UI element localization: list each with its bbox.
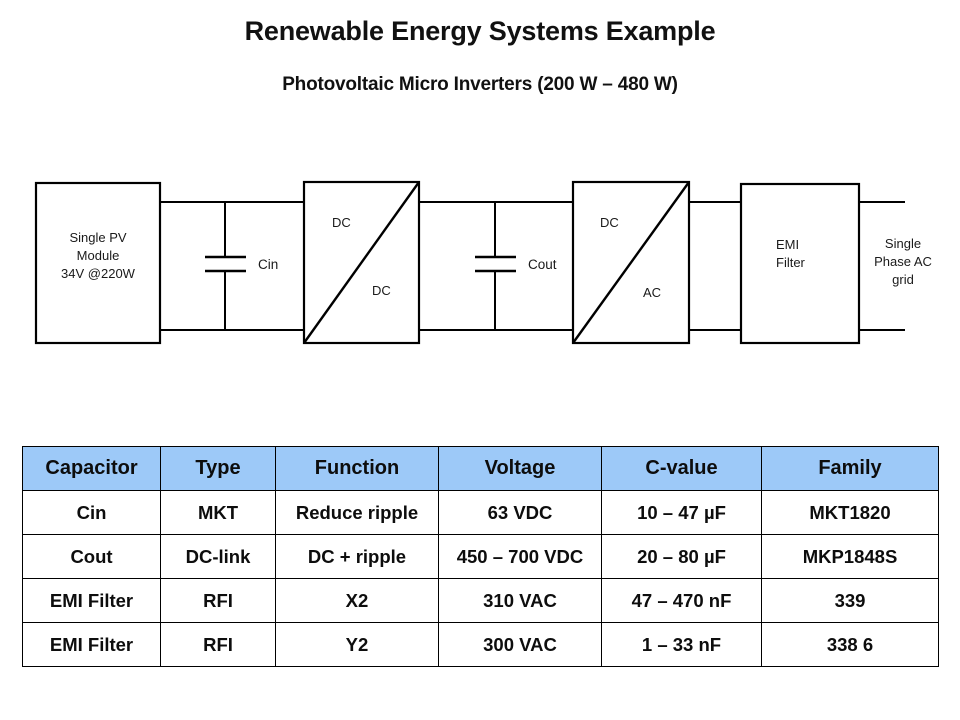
- table-header-function: Function: [275, 446, 439, 491]
- cell-c-value: 47 – 470 nF: [601, 578, 762, 623]
- cell-family: 339: [761, 578, 939, 623]
- cell-c-value: 20 – 80 µF: [601, 534, 762, 579]
- dc-ac-bottom-label: AC: [643, 285, 661, 300]
- table-row: EMI Filter RFI Y2 300 VAC 1 – 33 nF 338 …: [22, 622, 939, 667]
- pv-module-line2: Module: [77, 248, 120, 263]
- grid-label-line3: grid: [892, 272, 914, 287]
- cell-type: RFI: [160, 622, 276, 667]
- cell-type: RFI: [160, 578, 276, 623]
- cell-function: DC + ripple: [275, 534, 439, 579]
- cell-c-value: 1 – 33 nF: [601, 622, 762, 667]
- cell-function: Reduce ripple: [275, 490, 439, 535]
- block-diagram: Cin Cout Single PV Module 34V @220W DC D…: [0, 160, 960, 370]
- cell-family: MKT1820: [761, 490, 939, 535]
- pv-module-line1: Single PV: [69, 230, 126, 245]
- cell-voltage: 450 – 700 VDC: [438, 534, 602, 579]
- cell-capacitor: EMI Filter: [22, 578, 161, 623]
- page-title: Renewable Energy Systems Example: [244, 16, 716, 46]
- capacitor-cin-symbol: [205, 255, 246, 273]
- page-subtitle: Photovoltaic Micro Inverters (200 W – 48…: [282, 74, 678, 95]
- table-header-voltage: Voltage: [438, 446, 602, 491]
- cell-capacitor: EMI Filter: [22, 622, 161, 667]
- emi-filter-line2: Filter: [776, 255, 806, 270]
- cell-function: X2: [275, 578, 439, 623]
- cell-voltage: 300 VAC: [438, 622, 602, 667]
- capacitor-cout-label: Cout: [528, 257, 557, 272]
- cell-voltage: 310 VAC: [438, 578, 602, 623]
- block-pv-module: [34, 181, 162, 345]
- cell-c-value: 10 – 47 µF: [601, 490, 762, 535]
- table-header-family: Family: [761, 446, 939, 491]
- table-header-c-value: C-value: [601, 446, 762, 491]
- cell-family: MKP1848S: [761, 534, 939, 579]
- dc-dc-diagonal-line: [303, 181, 420, 344]
- table-header-row: Capacitor Type Function Voltage C-value …: [22, 446, 939, 491]
- dc-ac-diagonal-line: [572, 181, 690, 344]
- capacitor-cin-label: Cin: [258, 257, 278, 272]
- grid-label-line2: Phase AC: [874, 254, 932, 269]
- dc-ac-top-label: DC: [600, 215, 619, 230]
- table-header-capacitor: Capacitor: [22, 446, 161, 491]
- pv-module-line3: 34V @220W: [61, 266, 136, 281]
- cell-voltage: 63 VDC: [438, 490, 602, 535]
- block-emi-filter: [739, 182, 861, 345]
- emi-filter-line1: EMI: [776, 237, 799, 252]
- capacitor-cout-symbol: [475, 255, 516, 273]
- table-row: Cin MKT Reduce ripple 63 VDC 10 – 47 µF …: [22, 490, 939, 535]
- cell-type: DC-link: [160, 534, 276, 579]
- grid-label-line1: Single: [885, 236, 921, 251]
- cell-capacitor: Cin: [22, 490, 161, 535]
- capacitor-spec-table: Capacitor Type Function Voltage C-value …: [22, 446, 939, 667]
- table-header-type: Type: [160, 446, 276, 491]
- cell-type: MKT: [160, 490, 276, 535]
- dc-dc-bottom-label: DC: [372, 283, 391, 298]
- table-row: Cout DC-link DC + ripple 450 – 700 VDC 2…: [22, 534, 939, 579]
- cell-function: Y2: [275, 622, 439, 667]
- table-row: EMI Filter RFI X2 310 VAC 47 – 470 nF 33…: [22, 578, 939, 623]
- cell-family: 338 6: [761, 622, 939, 667]
- cell-capacitor: Cout: [22, 534, 161, 579]
- dc-dc-top-label: DC: [332, 215, 351, 230]
